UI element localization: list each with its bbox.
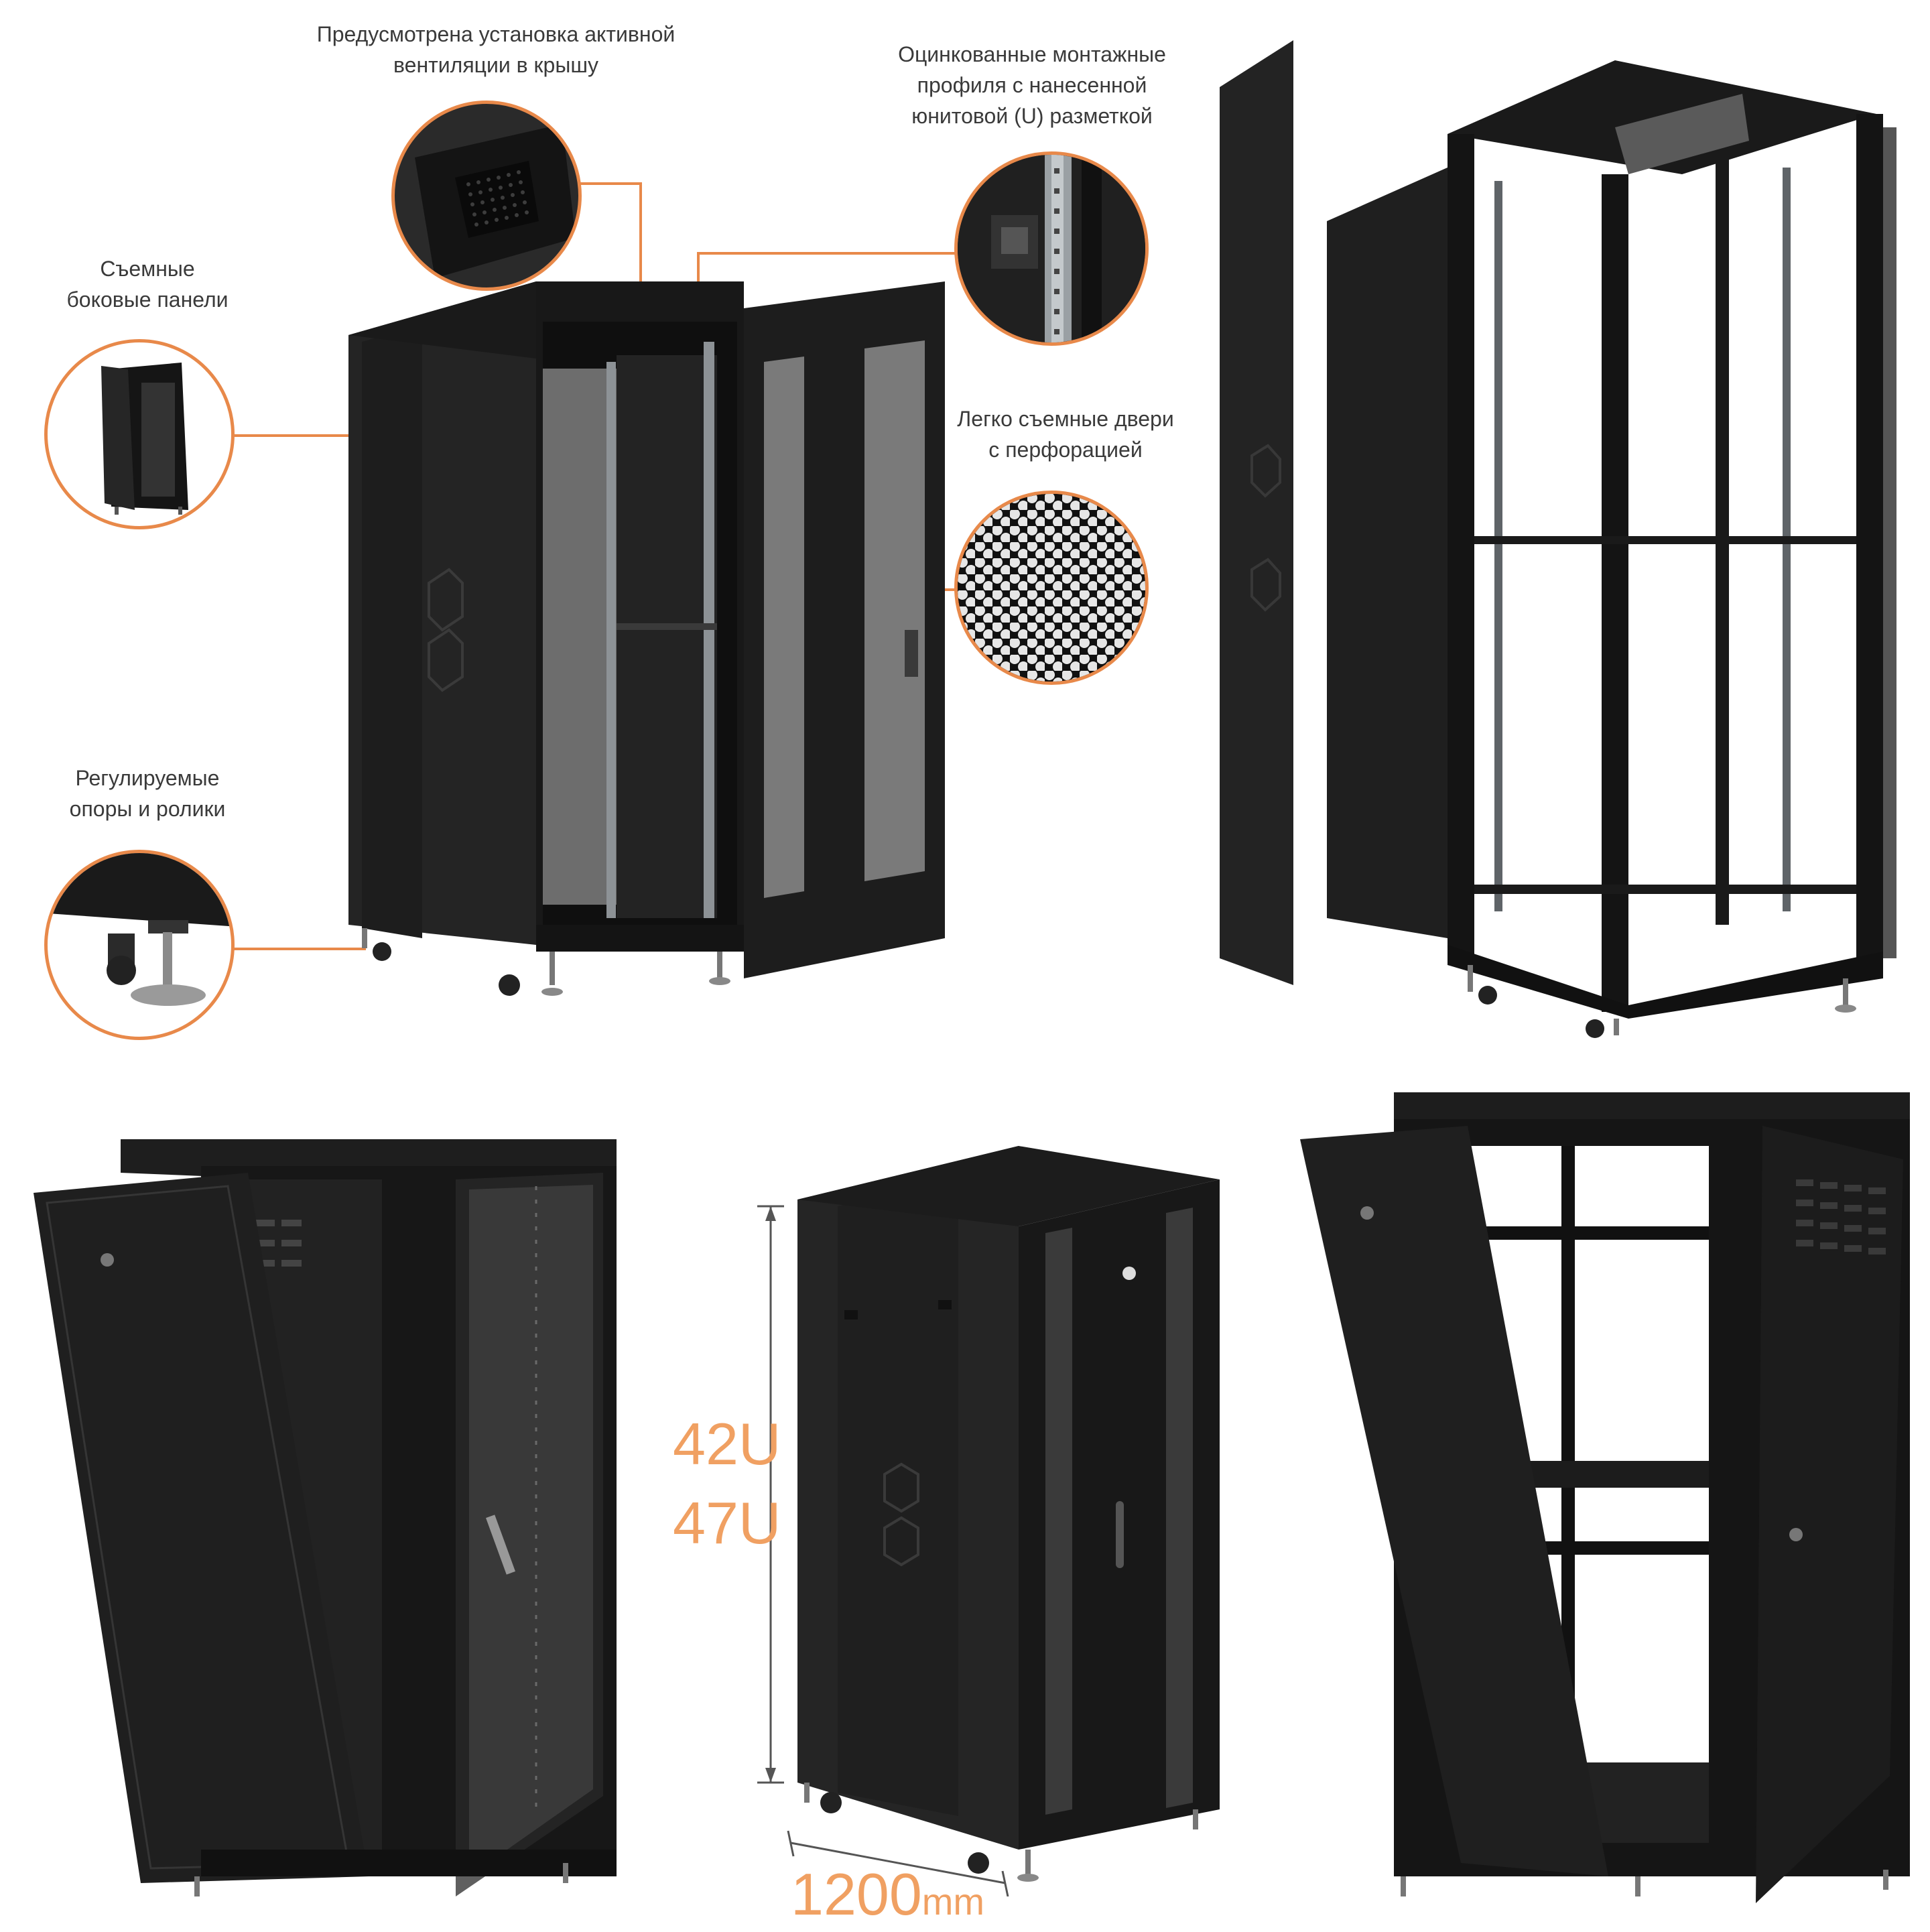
cabinet-dimensions-drawing [797,1146,1220,1882]
depth-dimension-arrow [787,1830,1009,1896]
cabinet-side-removed [1213,40,1930,1039]
height-47u: 47U [673,1490,781,1556]
cabinet-glass-door [27,1126,643,1910]
caster-foot-icon [48,853,231,1006]
roof-vent-grid-icon [415,124,576,278]
cabinet-annotated-drawing [348,281,945,996]
cabinet-vented-doors-drawing [1300,1092,1910,1903]
depth-label: 1200mm [791,1864,984,1932]
perforation-detail [954,491,1149,685]
roof-vent-connector-v [639,182,642,303]
cabinet-side-removed-drawing [1220,40,1896,1038]
roof-vent-label: Предусмотрена установка активной вентиля… [316,22,676,77]
doors-label: Легко съемные двери с перфорацией [957,407,1174,462]
mounting-profile-icon [958,155,1145,342]
depth-value: 1200 [791,1861,922,1927]
perforation-pattern-icon [958,494,1145,682]
cabinet-vented-doors [1293,1086,1917,1910]
feet-detail [44,850,235,1040]
side-panels-connector [232,434,409,437]
profiles-label: Оцинкованные монтажные профиля с нанесен… [898,42,1166,128]
profiles-detail [954,151,1149,346]
feet-label: Регулируемые опоры и ролики [69,766,226,821]
side-panels-detail [44,339,235,529]
profiles-connector-h [697,252,958,255]
height-dimension-arrow [757,1205,784,1784]
cabinet-glass-door-drawing [34,1139,617,1896]
side-panels-label: Съемные боковые панели [66,257,229,312]
side-panel-removal-icon [101,363,188,515]
cabinet-annotated [342,268,958,1019]
feet-connector [232,948,366,950]
roof-vent-connector-h [578,182,642,185]
roof-vent-detail [391,101,582,291]
cabinet-dimensions [757,1139,1240,1883]
depth-unit: mm [921,1880,985,1923]
height-42u: 42U [673,1411,781,1477]
